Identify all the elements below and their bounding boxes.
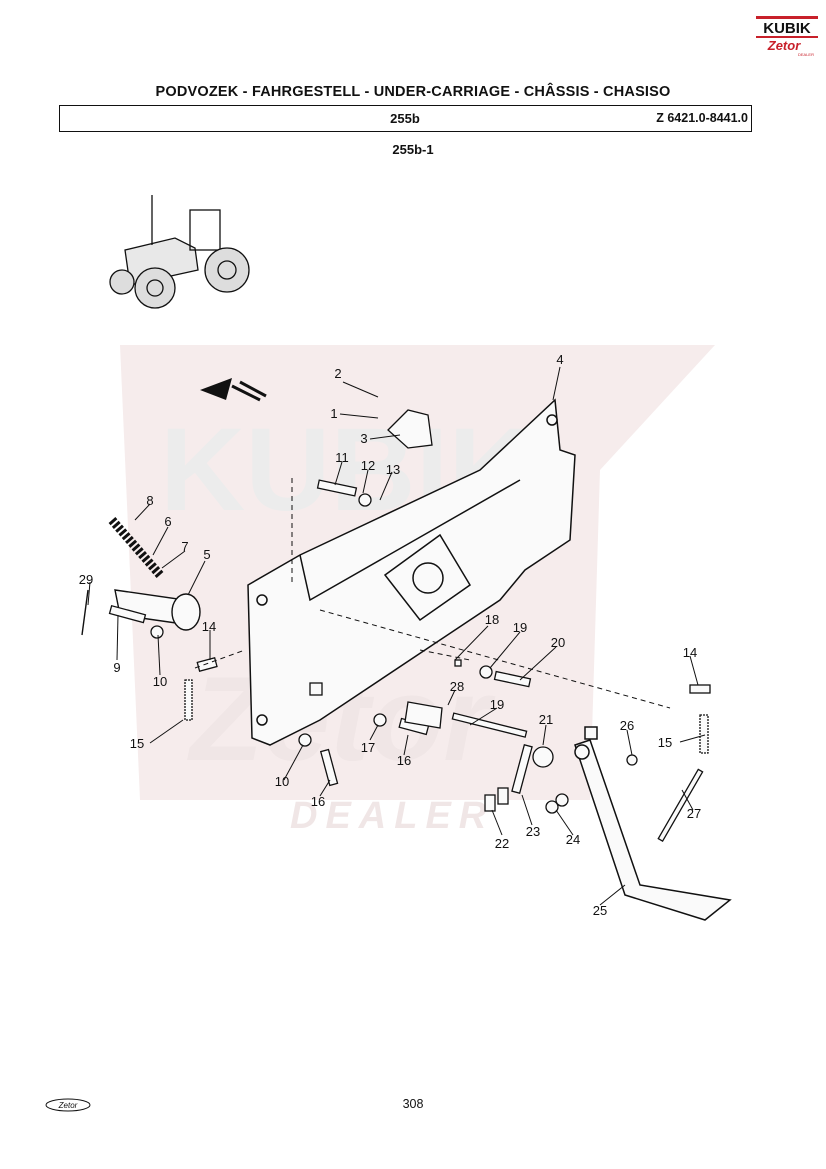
callout-5: 5 bbox=[203, 547, 210, 562]
callout-15b: 15 bbox=[658, 735, 672, 750]
callout-24: 24 bbox=[566, 832, 580, 847]
exploded-parts-diagram: KUBIK Zetor DEALER bbox=[79, 195, 732, 921]
callout-10a: 10 bbox=[153, 674, 167, 689]
leader-lines bbox=[87, 366, 706, 906]
callout-19a: 19 bbox=[513, 620, 527, 635]
callout-labels: 2 1 3 4 5 6 7 8 9 10 10 11 12 13 14 14 1… bbox=[79, 352, 701, 918]
section-box bbox=[59, 105, 752, 132]
callout-7: 7 bbox=[181, 539, 188, 554]
callout-16b: 16 bbox=[397, 753, 411, 768]
callout-10b: 10 bbox=[275, 774, 289, 789]
diagram-id: 255b-1 bbox=[392, 142, 434, 157]
callout-6: 6 bbox=[164, 514, 171, 529]
callout-9: 9 bbox=[113, 660, 120, 675]
page-number: 308 bbox=[402, 1097, 424, 1111]
callout-27: 27 bbox=[687, 806, 701, 821]
callout-14b: 14 bbox=[683, 645, 697, 660]
section-code: 255b bbox=[390, 111, 420, 126]
small-parts bbox=[108, 479, 711, 843]
callout-22: 22 bbox=[495, 836, 509, 851]
callout-4: 4 bbox=[556, 352, 563, 367]
zetor-footer-logo-text: Zetor bbox=[58, 1101, 78, 1110]
guide-lines bbox=[194, 478, 671, 709]
model-range: Z 6421.0-8441.0 bbox=[656, 111, 748, 125]
callout-19b: 19 bbox=[490, 697, 504, 712]
callout-3: 3 bbox=[360, 431, 367, 446]
callout-26: 26 bbox=[620, 718, 634, 733]
callout-29: 29 bbox=[79, 572, 93, 587]
zetor-logo-text: Zetor bbox=[767, 38, 801, 53]
callout-11: 11 bbox=[335, 450, 349, 465]
callout-28: 28 bbox=[450, 679, 464, 694]
tractor-illustration bbox=[109, 195, 250, 309]
callout-14a: 14 bbox=[202, 619, 216, 634]
callout-17: 17 bbox=[361, 740, 375, 755]
callout-16a: 16 bbox=[311, 794, 325, 809]
callout-2: 2 bbox=[334, 366, 341, 381]
kubik-logo-text: KUBIK bbox=[763, 20, 811, 37]
callout-18: 18 bbox=[485, 612, 499, 627]
callout-23: 23 bbox=[526, 824, 540, 839]
callout-13: 13 bbox=[386, 462, 400, 477]
callout-12: 12 bbox=[361, 458, 375, 473]
page-title: PODVOZEK - FAHRGESTELL - UNDER-CARRIAGE … bbox=[155, 84, 671, 100]
dealer-logo-text: DEALER bbox=[798, 52, 814, 57]
callout-8: 8 bbox=[146, 493, 153, 508]
bracket-part bbox=[387, 409, 433, 449]
frame-bracket bbox=[247, 398, 576, 746]
callout-21: 21 bbox=[539, 712, 553, 727]
callout-20: 20 bbox=[551, 635, 565, 650]
zetor-footer-logo: Zetor bbox=[45, 1098, 91, 1112]
direction-arrow-icon bbox=[200, 378, 267, 402]
callout-1: 1 bbox=[330, 406, 337, 421]
pedal-part bbox=[574, 726, 732, 921]
callout-15a: 15 bbox=[130, 736, 144, 751]
watermark-dealer: DEALER bbox=[290, 795, 494, 837]
callout-25: 25 bbox=[593, 903, 607, 918]
kubik-zetor-logo: KUBIK Zetor DEALER bbox=[756, 16, 818, 57]
